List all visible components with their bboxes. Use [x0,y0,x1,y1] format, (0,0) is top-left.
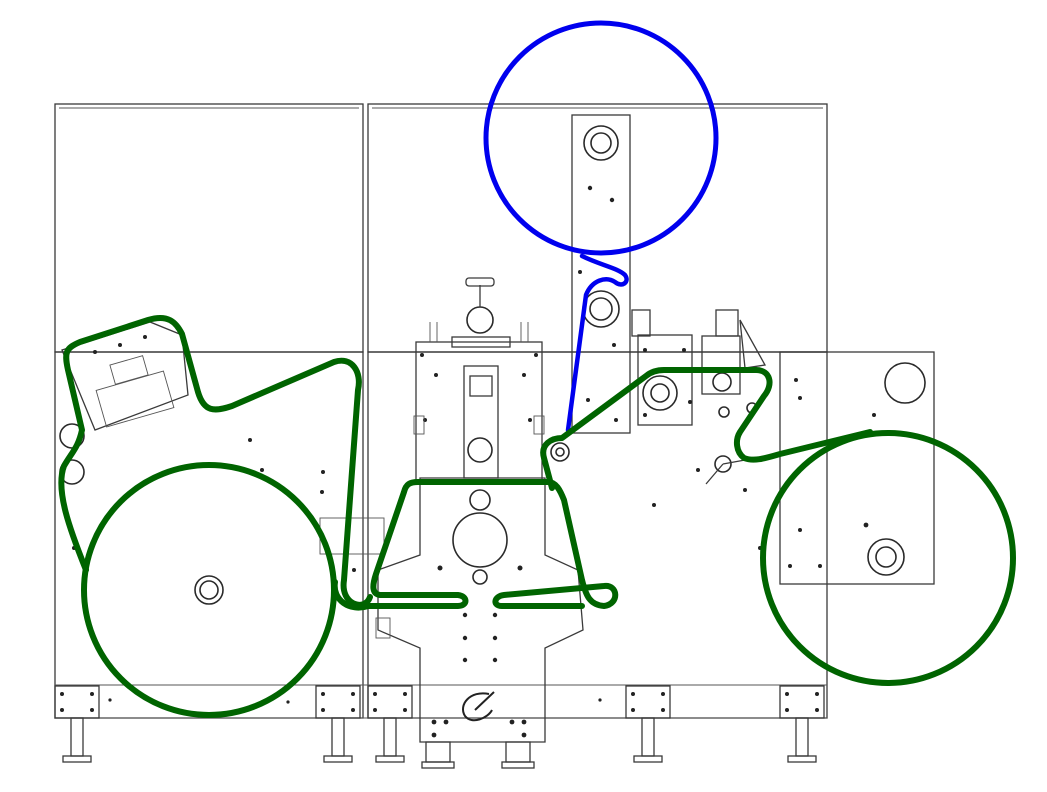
material-web-path [58,314,1016,718]
liner-web-line [565,253,629,433]
foot-3 [367,685,413,763]
machine-frame [54,103,828,719]
right-rewind-roll [760,430,1016,686]
left-print-head [59,321,189,485]
panel-bolts [72,438,762,704]
c-logo-icon [462,691,495,722]
foot-2 [315,685,361,763]
foot-6 [625,685,671,763]
material-web-line-left [58,314,373,608]
upper-left-cover-panel [54,103,364,353]
foot-5 [501,741,535,769]
foot-7 [779,685,825,763]
left-unwind-roll [81,462,337,718]
material-web-line-right [540,367,873,491]
foot-4 [421,741,455,769]
liner-web-path [483,20,719,433]
right-rewind-plate [779,351,935,585]
upper-unwind-roll [483,20,719,256]
material-web-line-center [331,479,619,611]
foot-1 [54,685,100,763]
upper-unwind-arm [571,114,631,434]
nip-roller [550,442,570,462]
upper-right-cover-panel [367,103,828,353]
machine-feet [54,685,825,769]
central-column [413,277,545,511]
